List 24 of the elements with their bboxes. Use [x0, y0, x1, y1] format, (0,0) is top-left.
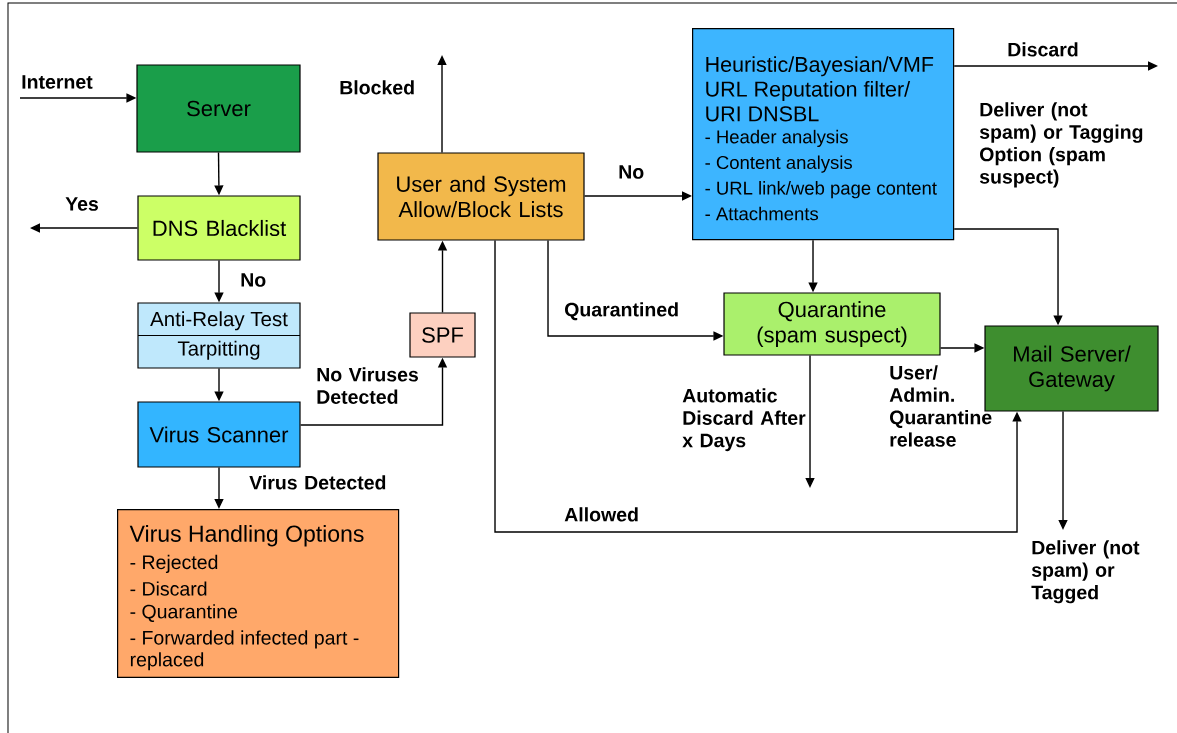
process-box: DNS Blacklist — [137, 195, 301, 261]
quarantine-box: Quarantine (spam suspect) — [723, 292, 941, 356]
server-box: Mail Server/ Gateway — [984, 325, 1159, 412]
edge-label: Blocked — [340, 80, 414, 95]
arrow — [494, 239, 1022, 533]
process-box: User and System Allow/Block Lists — [377, 152, 585, 241]
edge-label: Deliver (not spam) or Tagged — [1031, 540, 1140, 604]
edge-label: Deliver (not spam) or Tagging Option (spam suspect) — [979, 102, 1143, 188]
edge-label: Virus Detected — [249, 475, 386, 490]
process-box: SPF — [409, 312, 476, 358]
edge-label: No Viruses Detected — [317, 367, 418, 404]
edge-label: Discard — [1008, 42, 1078, 57]
options-box: Virus Handling Options - Rejected - Discard - Quarantine - Forwarded infected part - replaced — [117, 509, 400, 678]
edge-label: Yes — [65, 197, 98, 211]
edge-label: No — [241, 273, 266, 287]
edge-label: No — [619, 165, 644, 179]
edge-label: Quarantined — [565, 302, 678, 321]
process-box: Virus Scanner — [137, 401, 301, 468]
edge-label: Internet — [22, 75, 93, 89]
server-box: Server — [136, 64, 301, 153]
filter-box: Heuristic/Bayesian/VMF URL Reputation filter/ URI DNSBL - Header analysis - Content analysis - URL link/web page content - Attachments — [692, 28, 955, 241]
edge-label: Allowed — [564, 507, 638, 522]
two-part-box: Anti-Relay Test Tarpitting — [137, 302, 301, 369]
edge-label: Automatic Discard After x Days — [682, 388, 806, 452]
